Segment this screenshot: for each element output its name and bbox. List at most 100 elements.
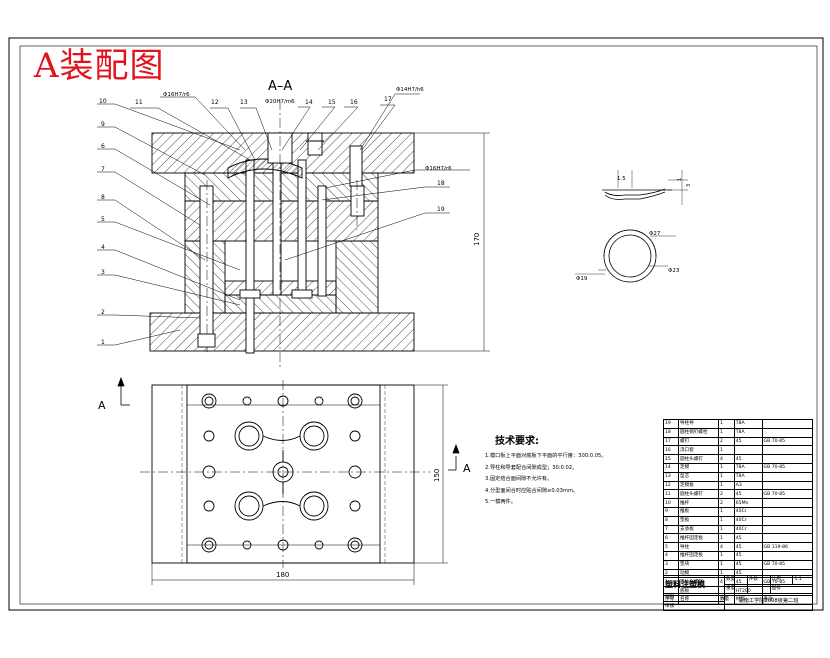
- section-marker-right-label: A: [463, 462, 471, 475]
- bom-cell: 4: [717, 454, 735, 464]
- bom-cell: [761, 471, 814, 482]
- callout-5: 5: [101, 216, 105, 223]
- bom-cell: 2: [717, 436, 735, 447]
- bom-cell: T8A: [733, 427, 763, 438]
- bom-cell: 45: [733, 454, 763, 464]
- bom-cell: 1: [717, 524, 735, 535]
- bom-cell: A3: [733, 480, 763, 491]
- bom-cell: 圆柱头螺钉: [678, 489, 719, 500]
- section-marker-left: [117, 376, 130, 406]
- bom-cell: 65Mn: [733, 498, 763, 508]
- inner-frame: [19, 45, 818, 605]
- bom-cell: 17: [662, 436, 680, 447]
- bom-cell: 垫板: [678, 515, 719, 526]
- bom-cell: [761, 454, 814, 464]
- bom-cell: 1: [717, 550, 735, 561]
- bom-cell: 40Cr: [733, 524, 763, 535]
- bom-cell: 1: [717, 462, 735, 473]
- bom-cell: 1: [717, 506, 735, 517]
- title-block-scale-value: 1:1: [792, 575, 813, 585]
- callout-11: 11: [135, 99, 143, 106]
- bom-cell: 6: [662, 533, 680, 544]
- bom-cell: 18: [662, 427, 680, 438]
- dimension-plan: [151, 384, 448, 585]
- callout-2: 2: [101, 309, 105, 316]
- callout-18: 18: [437, 180, 445, 187]
- bom-cell: 推板: [678, 506, 719, 517]
- bom-cell: 5: [662, 542, 680, 552]
- bom-cell: 11: [662, 489, 680, 500]
- bom-cell: 1: [717, 419, 735, 429]
- title-block: 塑料注塑模 数量 件数 比例 1:1 重量 图号 制图 湖南工学院2008级第二…: [663, 575, 814, 612]
- tech-item-2: 2.导柱和导套配合间隙成型；30:0.02。: [485, 464, 578, 471]
- bom-cell: 45: [733, 559, 763, 570]
- bom-cell: [761, 524, 814, 535]
- section-title: A–A: [268, 79, 292, 94]
- title-block-designer-label: 制图: [663, 592, 725, 603]
- bom-cell: 支承板: [678, 524, 719, 535]
- section-marker-right: [448, 443, 460, 471]
- dimension-180: 180: [276, 571, 289, 579]
- bom-cell: T8A: [733, 462, 763, 473]
- bom-cell: 定模: [678, 462, 719, 473]
- bom-cell: 10: [662, 498, 680, 508]
- bom-cell: 垫块: [678, 559, 719, 570]
- callout-1: 1: [101, 339, 105, 346]
- bom-cell: [761, 533, 814, 544]
- detail-radius: 1.5: [617, 176, 626, 182]
- dimension-150: 150: [433, 469, 441, 482]
- title-block-name: 塑料注塑模: [663, 575, 725, 594]
- callout-8: 8: [101, 194, 105, 201]
- bom-cell: 14: [662, 462, 680, 473]
- bom-cell: GB 70-85: [761, 462, 814, 473]
- callout-12: 12: [211, 99, 219, 106]
- callout-15: 15: [328, 99, 336, 106]
- callout-6: 6: [101, 143, 105, 150]
- bom-cell: 型芯: [678, 471, 719, 482]
- bom-cell: [733, 445, 763, 456]
- bom-cell: 导柱: [678, 542, 719, 552]
- bom-cell: [761, 506, 814, 517]
- bom-cell: 推杆固定板: [678, 533, 719, 544]
- bom-cell: 4: [717, 542, 735, 552]
- bom-cell: 3: [662, 559, 680, 570]
- bom-cell: [761, 445, 814, 456]
- bom-cell: 13: [662, 471, 680, 482]
- bom-cell: 45: [733, 542, 763, 552]
- bom-cell: [761, 480, 814, 491]
- callout-16: 16: [350, 99, 358, 106]
- bom-cell: 45: [733, 489, 763, 500]
- bom-cell: 导柱导: [678, 419, 719, 429]
- bom-cell: 8: [662, 515, 680, 526]
- bom-cell: 45: [733, 436, 763, 447]
- part-detail: [575, 170, 688, 283]
- technical-requirements: 技术要求: 1.模口板上平面对底板下平面的平行度：300:0.05。 2.导柱和…: [485, 432, 607, 509]
- section-view: [149, 100, 415, 370]
- detail-dim-a: 1: [677, 178, 683, 181]
- title-block-school: 湖南工学院2008级第二班: [724, 592, 813, 612]
- title-block-scale-label: 比例: [769, 575, 794, 585]
- bom-cell: 9: [662, 506, 680, 517]
- title-block-count-label: 数量: [724, 575, 748, 585]
- bom-cell: 2: [717, 498, 735, 508]
- bom-cell: GB 70-85: [761, 559, 814, 570]
- callout-17: 17: [384, 96, 392, 103]
- tech-item-5: 5.一模两件。: [485, 499, 516, 505]
- callout-3: 3: [101, 269, 105, 276]
- bom-cell: 螺钉: [678, 436, 719, 447]
- bom-cell: 推杆固定板: [678, 550, 719, 561]
